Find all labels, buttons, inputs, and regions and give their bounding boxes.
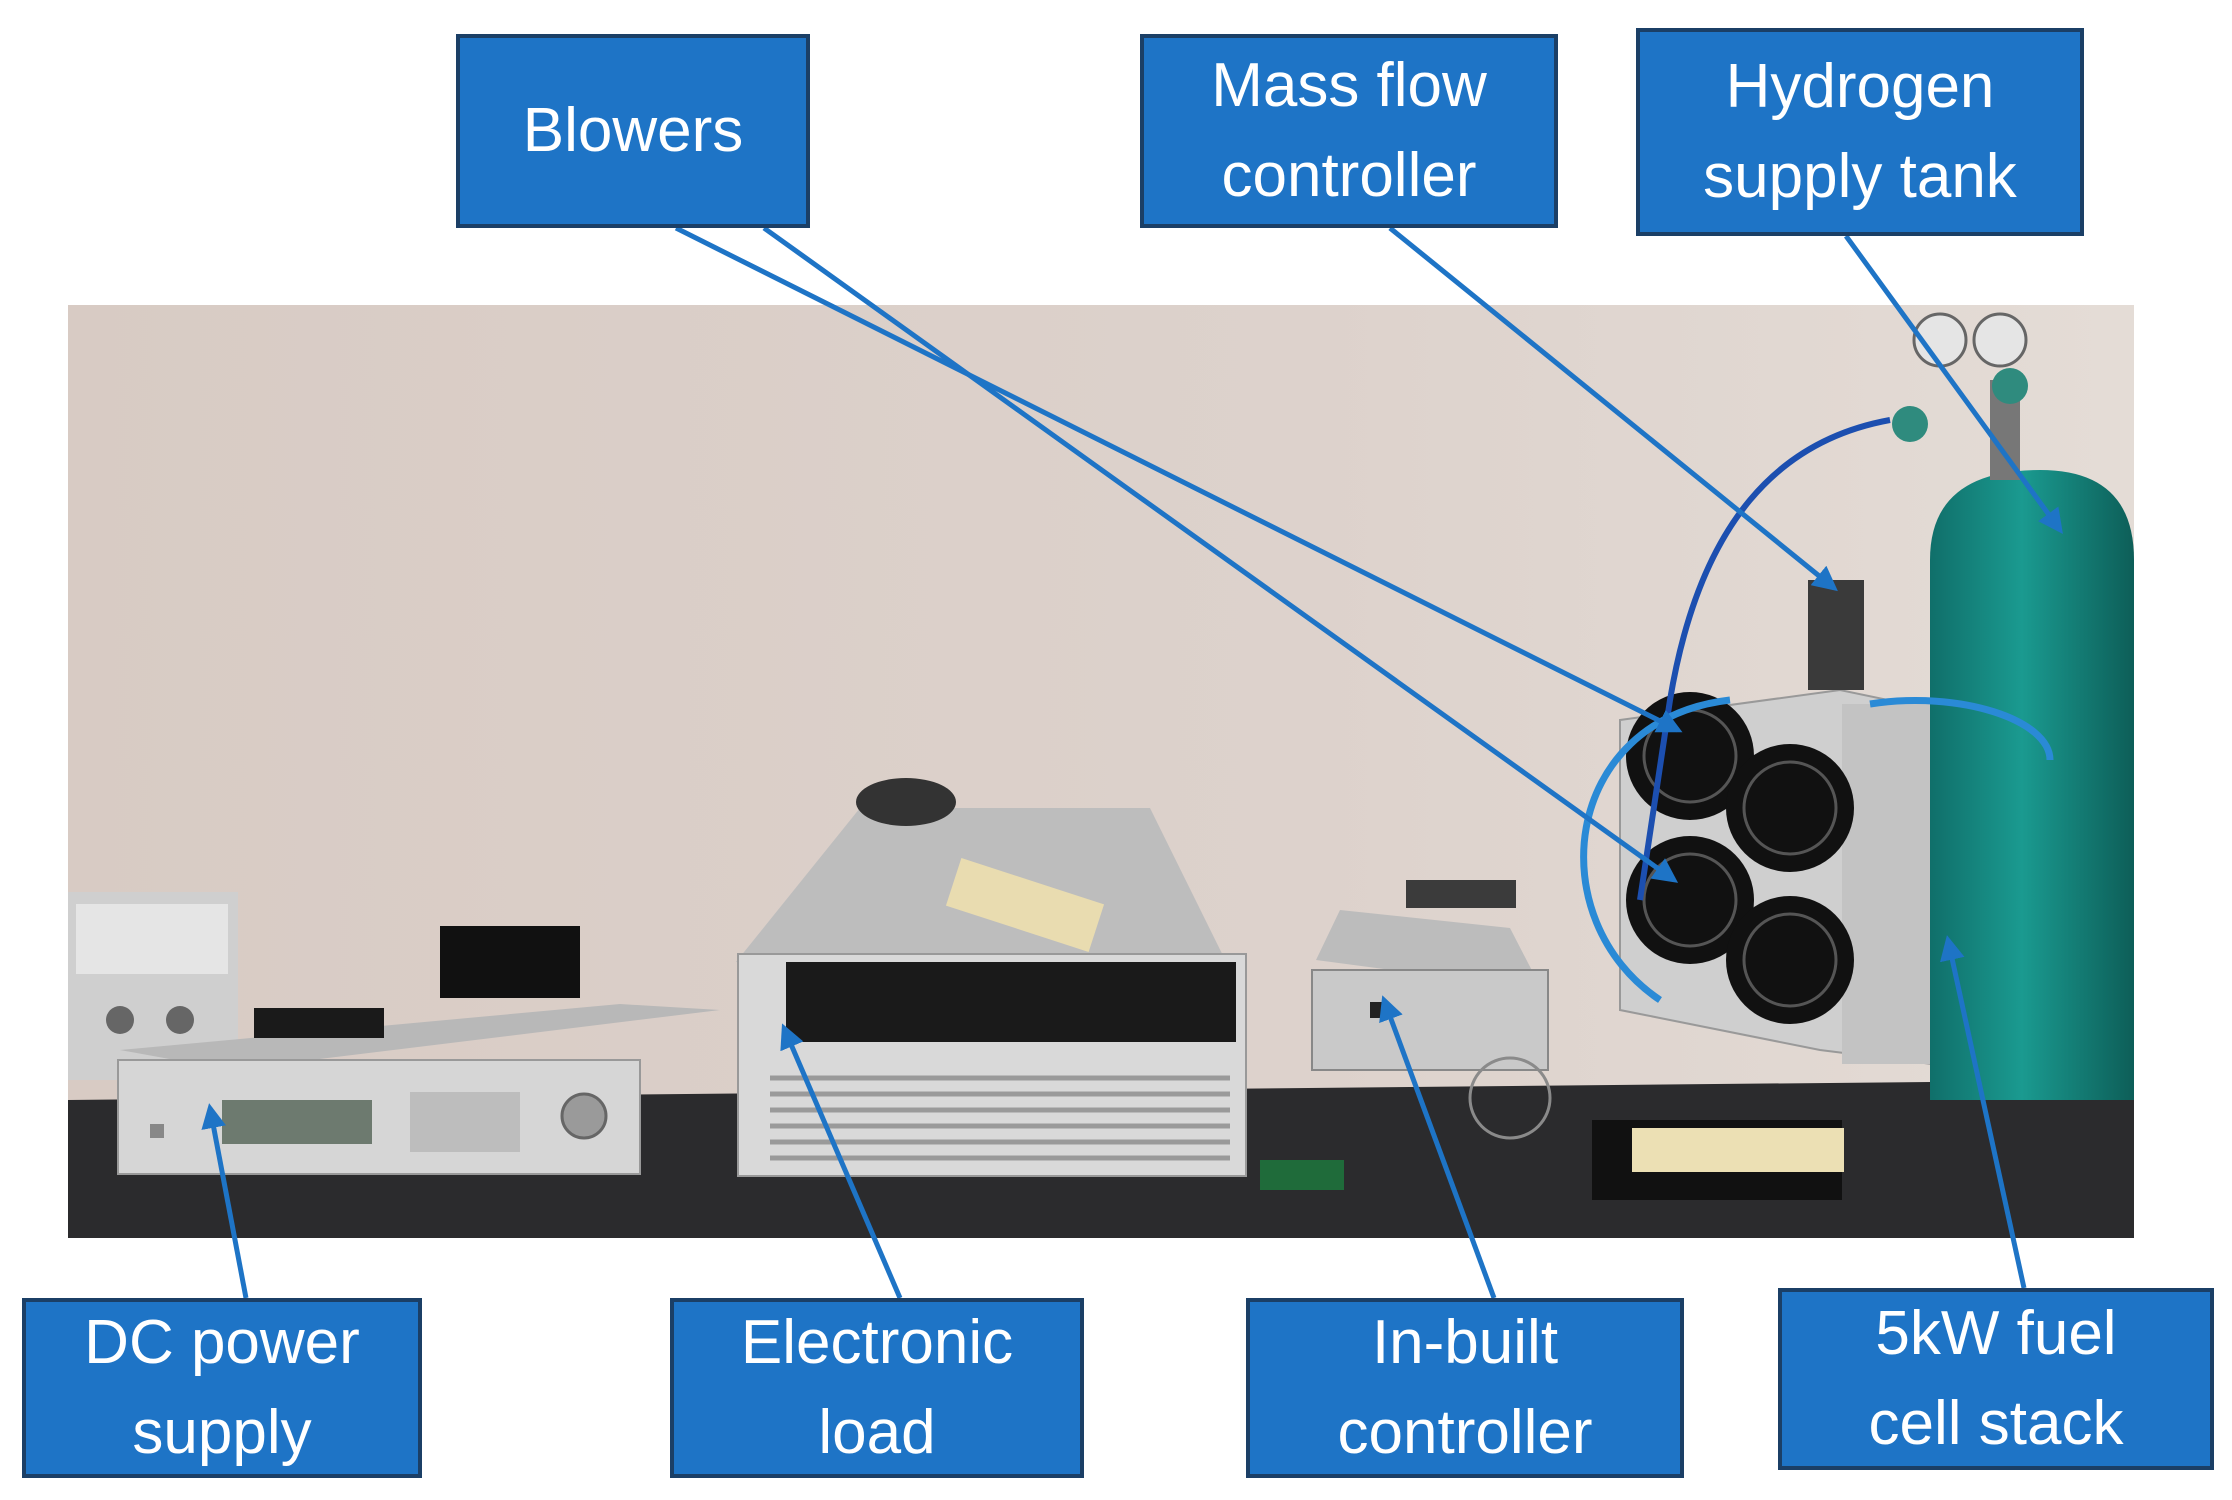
label-fuel-cell-stack: 5kW fuel cell stack (1778, 1288, 2214, 1470)
hydrogen-tank-unit (1892, 312, 2134, 1100)
power-strip (1406, 880, 1516, 908)
arrow-electronic-load (780, 1023, 903, 1299)
arrow-blowers-1 (674, 225, 1683, 733)
label-electronic-load: Electronic load (670, 1298, 1084, 1478)
label-line: load (818, 1398, 936, 1467)
label-line: controller (1337, 1398, 1593, 1467)
pointer-arrows (201, 225, 2063, 1299)
black-connector (254, 1008, 384, 1038)
label-dc-power-supply: DC power supply (22, 1298, 422, 1478)
label-line: Hydrogen (1725, 52, 1995, 122)
label-line: supply (132, 1398, 312, 1467)
label-line: Electronic (740, 1308, 1014, 1378)
arrow-hydrogen (1843, 234, 2063, 535)
blue-air-hose-right (1869, 697, 2054, 761)
small-black-adapter (440, 926, 580, 998)
label-line: Blowers (522, 96, 744, 166)
label-line: cell stack (1868, 1389, 2124, 1458)
arrow-dc-power (201, 1103, 249, 1299)
blue-gas-hose (1637, 417, 1891, 901)
label-mass-flow-controller: Mass flow controller (1140, 34, 1558, 228)
arrow-blowers-2 (762, 225, 1679, 883)
inbuilt-controller-unit (1311, 910, 1549, 1071)
label-inbuilt-controller: In-built controller (1246, 1298, 1684, 1478)
label-line: controller (1221, 141, 1477, 210)
lcd-module (1260, 1160, 1344, 1190)
clamp-meter (856, 778, 956, 826)
arrow-inbuilt-controller (1379, 995, 1497, 1299)
breadboard-right (1632, 1128, 1844, 1172)
mass-flow-controller-unit (1808, 580, 1864, 690)
arrow-mass-flow (1388, 226, 1838, 592)
label-blowers: Blowers (456, 34, 810, 228)
arrow-fuel-cell (1940, 935, 2027, 1289)
label-line: In-built (1371, 1308, 1559, 1378)
label-line: 5kW fuel (1875, 1299, 2117, 1369)
label-hydrogen-supply-tank: Hydrogen supply tank (1636, 28, 2084, 236)
label-line: Mass flow (1211, 51, 1487, 121)
breadboard (945, 858, 1105, 952)
spare-fan-guard (1468, 1056, 1552, 1140)
label-line: DC power (84, 1308, 360, 1378)
electronic-load-unit (736, 808, 1247, 1177)
label-line: supply tank (1703, 142, 2017, 211)
